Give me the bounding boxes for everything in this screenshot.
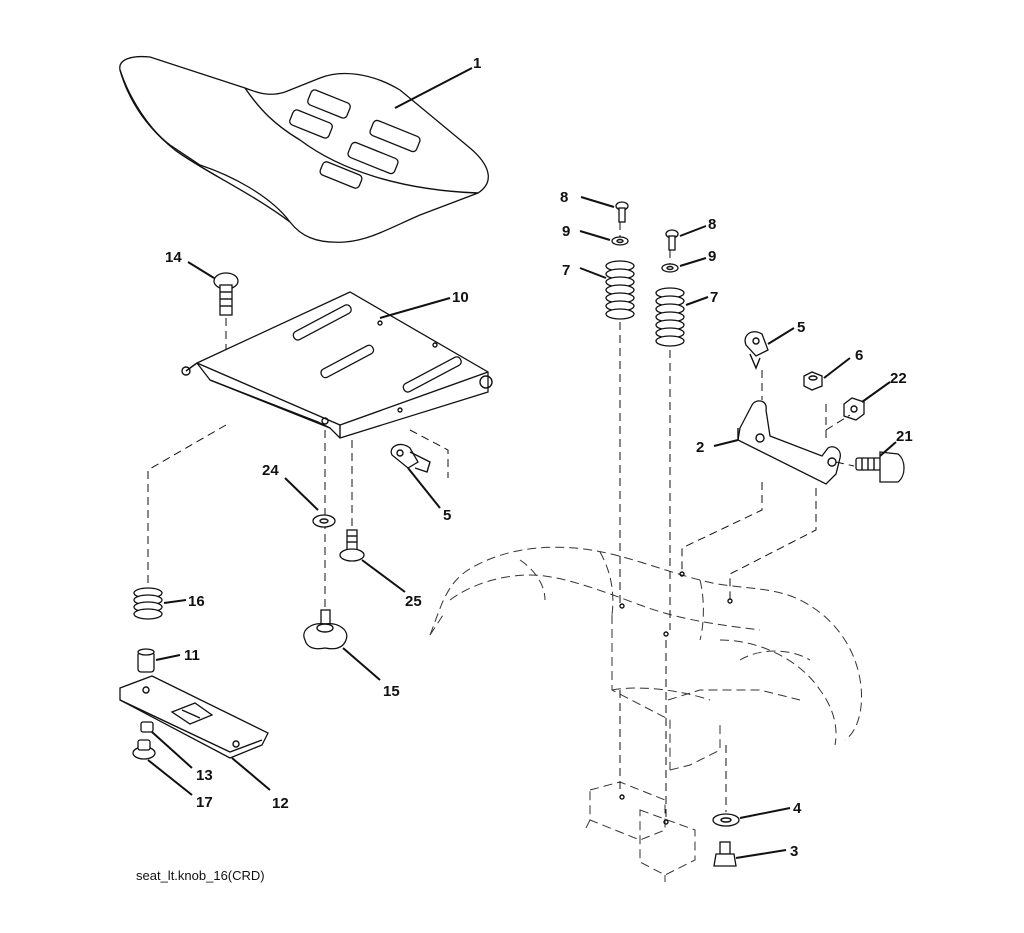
callout-25: 25	[405, 593, 422, 610]
leader-17	[147, 759, 193, 796]
callout-8-left: 8	[560, 189, 568, 206]
seat	[119, 55, 489, 243]
screw-8-right	[665, 229, 679, 251]
leader-1	[394, 67, 473, 109]
leader-21	[879, 441, 897, 457]
figure-caption: seat_lt.knob_16(CRD)	[136, 868, 265, 883]
callout-1: 1	[473, 55, 481, 72]
washer-4	[712, 813, 740, 827]
leader-9a	[579, 230, 611, 241]
callout-3: 3	[790, 843, 798, 860]
washer-24	[312, 514, 336, 528]
leader-16	[163, 599, 187, 604]
seat-clip-left	[390, 429, 449, 478]
leader-3	[735, 849, 787, 859]
flange-nut-17	[132, 739, 156, 760]
leader-9b	[679, 257, 707, 267]
leader-14	[187, 261, 215, 279]
adjust-knob	[303, 609, 348, 650]
callout-24: 24	[262, 462, 279, 479]
adjust-plate-12	[119, 675, 269, 759]
washer-9-left	[611, 236, 629, 246]
lower-bracket-ghost	[584, 781, 696, 882]
leader-4	[739, 807, 791, 819]
seat-pad-grid	[289, 89, 421, 189]
leader-11	[342, 647, 381, 681]
callout-4: 4	[793, 800, 802, 817]
callout-14: 14	[165, 249, 182, 266]
carriage-bolt	[213, 272, 239, 316]
spacer-15	[137, 648, 155, 673]
lock-nut-22	[843, 397, 865, 421]
callout-5-right: 5	[797, 319, 805, 336]
leader-10	[379, 297, 451, 319]
callout-7-left: 7	[562, 262, 570, 279]
spring-7-right	[655, 287, 685, 347]
spring-16	[133, 587, 163, 620]
spring-7-left	[605, 260, 635, 320]
shoulder-bolt-25	[339, 529, 365, 562]
shoulder-bolt-21	[855, 451, 905, 483]
leader-25	[361, 559, 406, 593]
callout-5-left: 5	[443, 507, 451, 524]
leader-7a	[579, 267, 607, 279]
tractor-frame-ghost	[429, 546, 863, 771]
leader-12	[231, 757, 271, 791]
pivot-bracket-2	[737, 400, 841, 485]
leader-22	[861, 381, 891, 403]
callout-7-right: 7	[710, 289, 718, 306]
callout-9-right: 9	[708, 248, 716, 265]
callout-9-left: 9	[562, 223, 570, 240]
leader-5a	[767, 327, 795, 345]
callout-12: 12	[272, 795, 289, 812]
leader-13	[151, 731, 193, 769]
leader-6	[823, 357, 851, 379]
seat-pan	[181, 291, 493, 439]
leader-5b	[407, 467, 441, 509]
callout-2: 2	[696, 439, 704, 456]
callout-13: 13	[196, 767, 213, 784]
callout-17: 17	[196, 794, 213, 811]
callout-15: 11	[184, 647, 200, 664]
callout-21: 21	[896, 428, 913, 445]
nut-13	[140, 721, 154, 733]
washer-9-right	[661, 263, 679, 273]
callout-22: 22	[890, 370, 907, 387]
callout-8-right: 8	[708, 216, 716, 233]
callout-6: 6	[855, 347, 863, 364]
leader-7b	[685, 296, 709, 306]
callout-10: 10	[452, 289, 469, 306]
leader-8a	[580, 196, 615, 208]
leader-24	[284, 477, 319, 511]
seat-clip-right	[744, 331, 769, 370]
leader-15	[155, 654, 181, 661]
callout-16: 16	[188, 593, 205, 610]
leader-8b	[679, 225, 707, 237]
screw-8-left	[615, 201, 629, 223]
nut-6	[803, 371, 823, 391]
bolt-3	[713, 841, 737, 867]
callout-11: 15	[383, 683, 400, 700]
leader-2	[713, 439, 739, 447]
